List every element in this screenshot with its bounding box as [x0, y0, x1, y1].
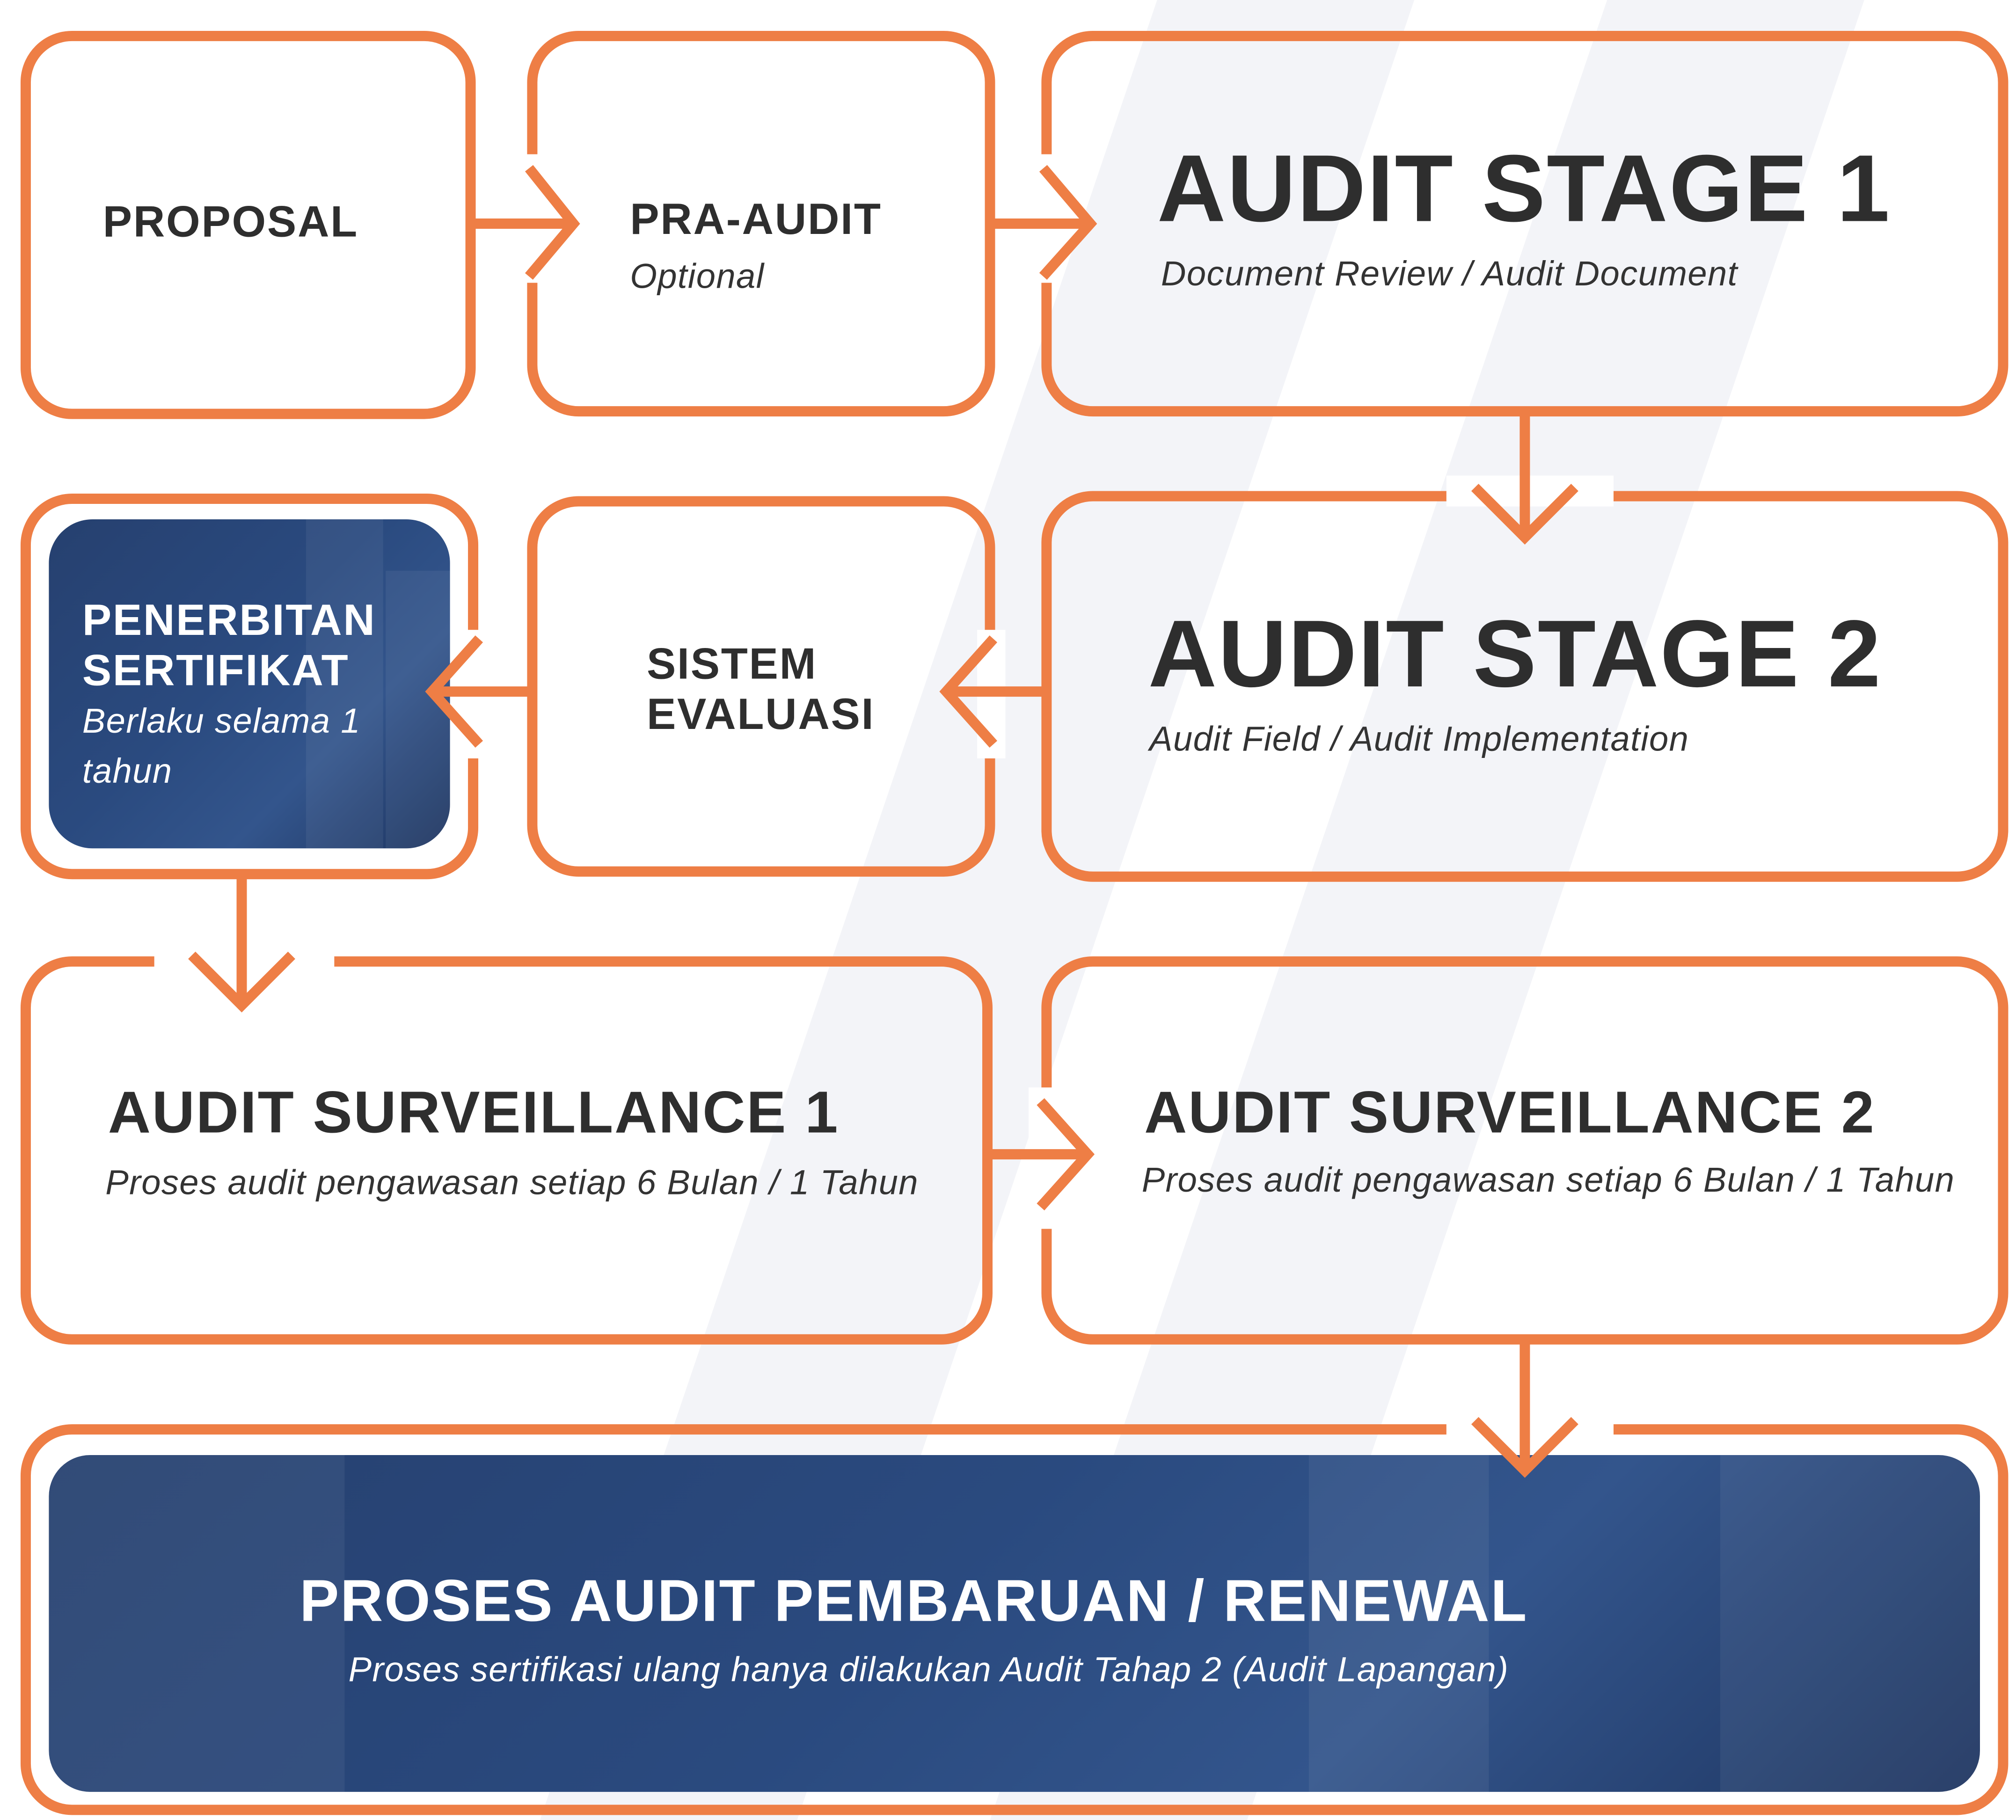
building-silhouette [1308, 1455, 1489, 1792]
building-silhouette [306, 519, 383, 849]
audit-stage-1-subtitle: Document Review / Audit Document [1161, 254, 1738, 293]
renewal-title: PROSES AUDIT PEMBARUAN / RENEWAL [299, 1567, 1528, 1634]
arrowhead [188, 952, 295, 1013]
arrowhead [1039, 165, 1097, 280]
audit-stage-1-title: AUDIT STAGE 1 [1157, 135, 1891, 242]
arrowhead [1471, 483, 1578, 545]
sistem-evaluasi-title-line-1: SISTEM [646, 640, 818, 689]
arrowhead [425, 635, 483, 748]
arrowhead [939, 635, 998, 748]
pra-audit-title: PRA-AUDIT [630, 195, 882, 245]
audit-surveillance-2-subtitle: Proses audit pengawasan setiap 6 Bulan /… [1141, 1160, 1955, 1200]
building-silhouette [49, 1455, 345, 1792]
arrowhead [525, 165, 580, 280]
penerbitan-title-line-2: SERTIFIKAT [82, 646, 350, 696]
penerbitan-title-line-1: PENERBITAN [82, 596, 376, 646]
audit-surveillance-2-title: AUDIT SURVEILLANCE 2 [1144, 1078, 1876, 1145]
audit-stage-2-title: AUDIT STAGE 2 [1148, 600, 1882, 707]
pra-audit-subtitle: Optional [630, 257, 765, 296]
building-silhouette [1720, 1455, 1980, 1792]
arrowhead [1471, 1417, 1578, 1478]
proposal-title: PROPOSAL [102, 198, 359, 247]
penerbitan-box [20, 494, 479, 880]
penerbitan-subtitle: Berlaku selama 1 tahun [82, 702, 361, 791]
audit-stage-2-subtitle: Audit Field / Audit Implementation [1149, 720, 1689, 758]
sistem-evaluasi-title-line-2: EVALUASI [646, 690, 875, 739]
audit-surveillance-1-title: AUDIT SURVEILLANCE 1 [108, 1078, 840, 1145]
audit-stage-2-box [1041, 491, 2009, 882]
building-silhouette [386, 570, 450, 849]
arrowhead [1037, 1098, 1095, 1211]
renewal-subtitle: Proses sertifikasi ulang hanya dilakukan… [348, 1650, 1509, 1689]
audit-surveillance-1-subtitle: Proses audit pengawasan setiap 6 Bulan /… [105, 1163, 919, 1202]
renewal-panel [49, 1455, 1980, 1792]
proposal-box [20, 30, 476, 419]
penerbitan-panel [49, 519, 450, 849]
audit-stage-1-box [1041, 30, 2009, 417]
